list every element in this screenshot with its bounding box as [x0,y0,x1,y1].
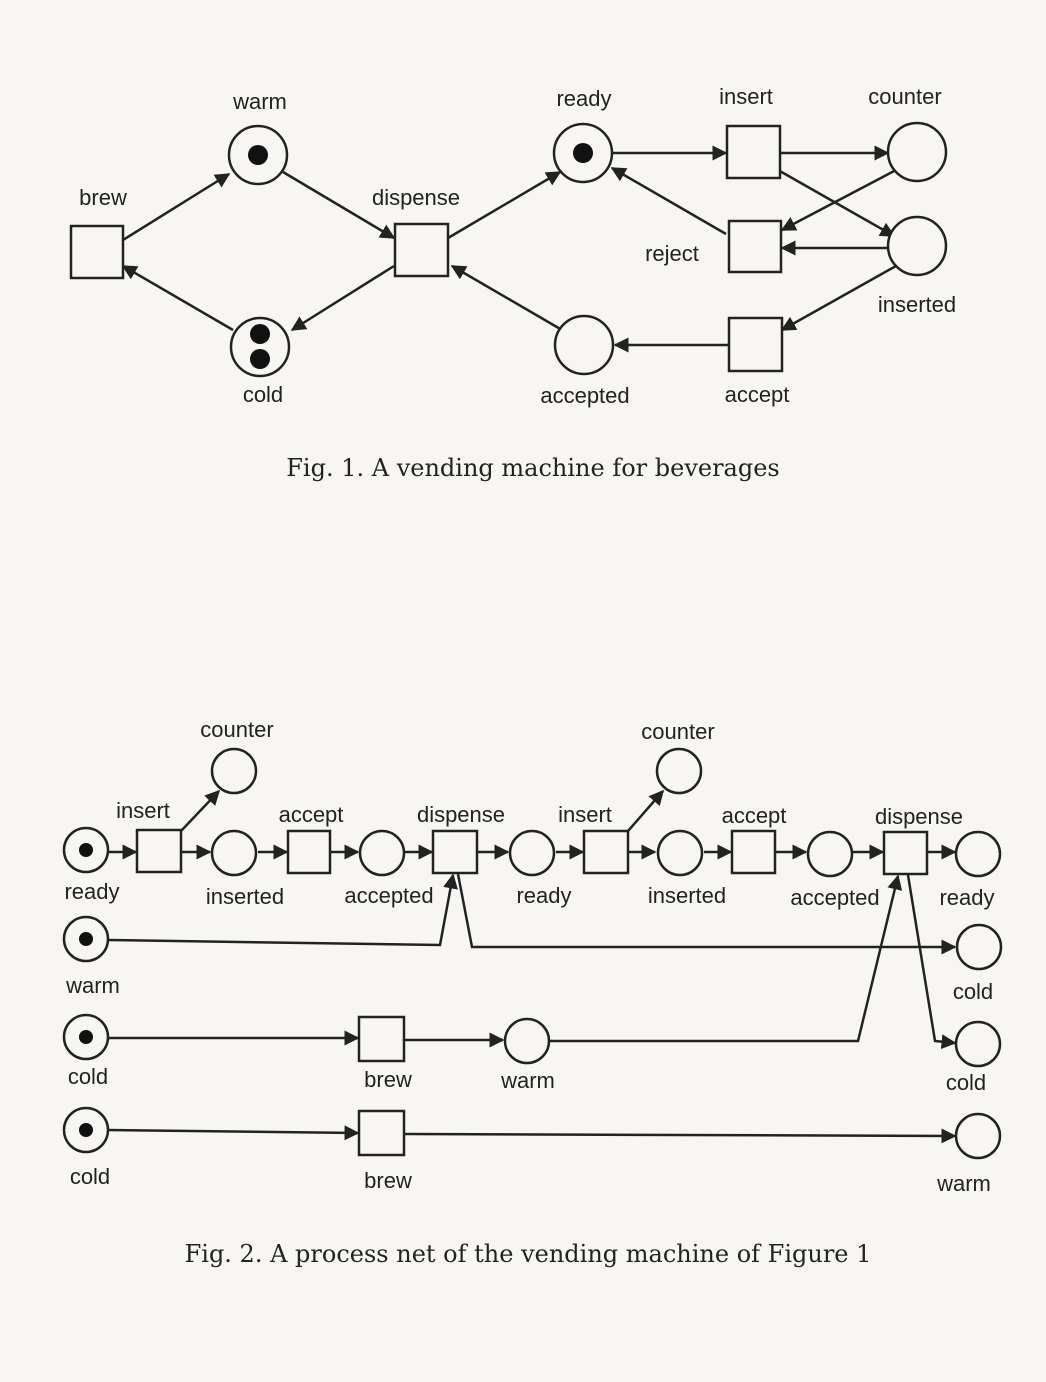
label-reject: reject [645,241,699,266]
arc-inserted-accept [780,264,897,332]
arc [550,874,903,1043]
label-warm: warm [65,973,120,998]
place-accepted [553,314,615,376]
arc-dispense-ready [447,170,562,240]
label-accepted: accepted [344,883,433,908]
place-inserted [656,829,704,877]
transition-insert [135,828,183,874]
transition-brew [357,1015,406,1063]
token [79,932,93,946]
token [573,143,593,163]
transition-insert [725,124,782,180]
figure-1: warm ready insert counter brew dispense … [69,84,956,482]
place-ready [508,829,556,877]
arc-brew-warm [122,172,231,242]
label-accepted: accepted [790,885,879,910]
figure-2: counter counter insert accept dispense i… [62,717,1003,1268]
arc-counter-reject [780,168,897,232]
label-brew: brew [364,1168,412,1193]
label-inserted: inserted [648,883,726,908]
place-cold [954,1020,1002,1068]
label-ready: ready [939,885,994,910]
place-cold [229,316,291,378]
place-cold [955,923,1003,971]
place-warm [503,1017,551,1065]
label-accept: accept [725,382,790,407]
arc-insert-inserted [777,168,896,238]
transition-dispense [882,830,929,876]
transition-accept [286,829,332,875]
token [248,145,268,165]
label-counter: counter [200,717,273,742]
label-inserted: inserted [206,884,284,909]
label-dispense: dispense [417,802,505,827]
transition-dispense [431,829,479,875]
label-accept: accept [722,803,787,828]
label-cold: cold [68,1064,108,1089]
label-dispense: dispense [372,185,460,210]
arc [180,789,221,832]
label-insert: insert [558,802,612,827]
arc-warm-dispense [282,170,396,240]
fig2-arcs [107,789,957,1144]
place-warm [954,1112,1002,1160]
place-accepted [806,830,854,878]
transition-insert [582,829,630,875]
token [250,349,270,369]
label-warm: warm [232,89,287,114]
label-warm: warm [500,1068,555,1093]
transition-brew [69,224,125,280]
transition-accept [727,316,784,373]
label-counter: counter [868,84,941,109]
transition-dispense [393,222,450,278]
label-cold: cold [70,1164,110,1189]
arc-dispense-cold [290,264,395,332]
label-inserted: inserted [878,292,956,317]
arc-reject-ready [610,166,727,236]
label-insert: insert [719,84,773,109]
transition-brew [357,1109,406,1157]
arc [107,873,458,947]
label-insert: insert [116,798,170,823]
transition-reject [727,219,783,274]
label-accepted: accepted [540,383,629,408]
place-ready [954,830,1002,878]
label-cold: cold [243,382,283,407]
label-brew: brew [79,185,127,210]
place-counter [655,747,703,795]
label-cold: cold [946,1070,986,1095]
label-warm: warm [936,1171,991,1196]
figure-2-caption: Fig. 2. A process net of the vending mac… [185,1240,872,1268]
label-counter: counter [641,719,714,744]
figure-1-caption: Fig. 1. A vending machine for beverages [286,454,780,482]
token [79,1030,93,1044]
arc [456,873,957,955]
token [79,1123,93,1137]
label-ready: ready [64,879,119,904]
arc-cold-brew [121,264,234,332]
arc [107,1125,360,1141]
token [250,324,270,344]
arc [627,789,664,832]
place-inserted [886,215,948,277]
place-counter [886,121,948,183]
label-brew: brew [364,1067,412,1092]
arc [403,1128,957,1144]
place-accepted [358,829,406,877]
transition-accept [730,829,777,875]
place-counter [210,747,258,795]
label-ready: ready [556,86,611,111]
token [79,843,93,857]
label-cold: cold [953,979,993,1004]
arc-accepted-dispense [450,264,563,332]
label-accept: accept [279,802,344,827]
label-ready: ready [516,883,571,908]
place-inserted [210,829,258,877]
label-dispense: dispense [875,804,963,829]
arc [906,874,957,1050]
fig1-arcs [121,145,897,353]
